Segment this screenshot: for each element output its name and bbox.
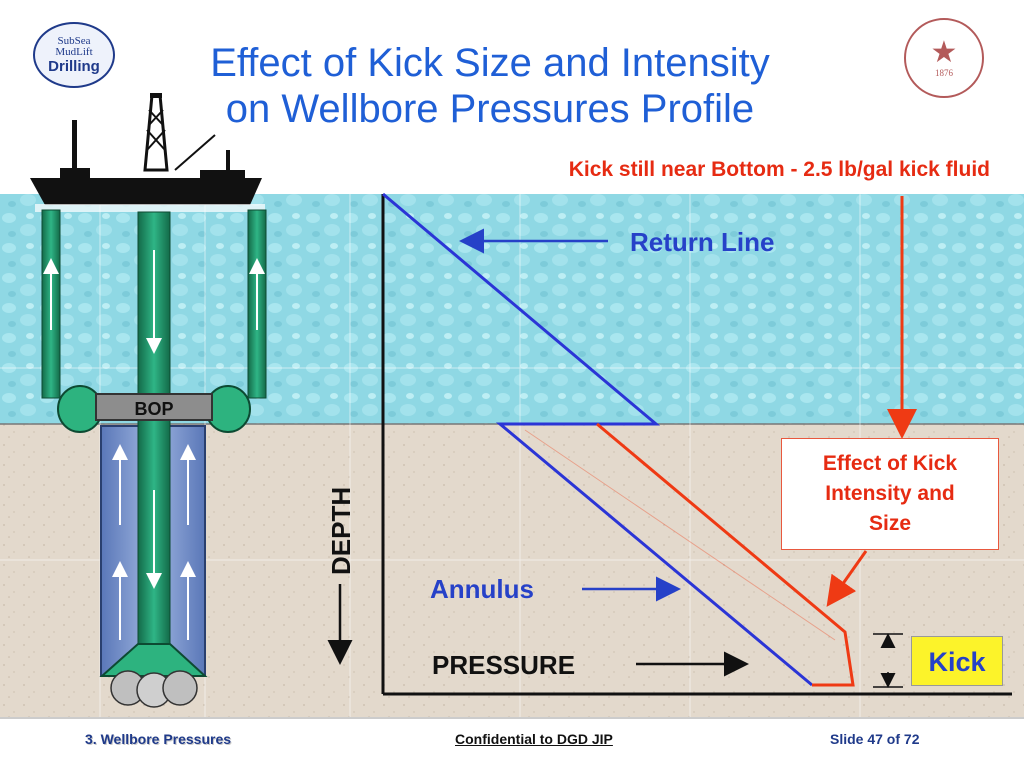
star-icon: ★ [930,36,958,69]
return-line-label: Return Line [630,227,775,257]
slide-title: Effect of Kick Size and Intensity on Wel… [210,41,770,131]
kick-effect-callout: Effect of Kick Intensity and Size [781,438,999,550]
pressure-label: PRESSURE [432,650,576,680]
sea-region [0,194,1024,424]
drill-bit-icon [99,643,208,708]
footer-slide-number: Slide 47 of 72 [830,731,920,747]
subsea-mudlift-logo: SubSea MudLift Drilling [33,22,115,88]
university-seal-icon: ★ 1876 [904,18,984,98]
annulus-pressure-curve [382,192,813,687]
drilling-ship-icon [30,93,265,212]
slide-subtitle: Kick still near Bottom - 2.5 lb/gal kick… [568,158,990,181]
kick-pressure-curve [596,422,855,687]
footer-section: 3. Wellbore Pressures [85,731,232,747]
kick-label: Kick [911,636,1003,686]
footer-confidential: Confidential to DGD JIP [455,731,613,747]
annulus-label: Annulus [430,574,534,604]
kick-effect-shading [524,429,836,641]
bop-label: BOP [95,393,213,421]
depth-label: DEPTH [326,486,356,575]
effect-arrow [826,550,868,607]
